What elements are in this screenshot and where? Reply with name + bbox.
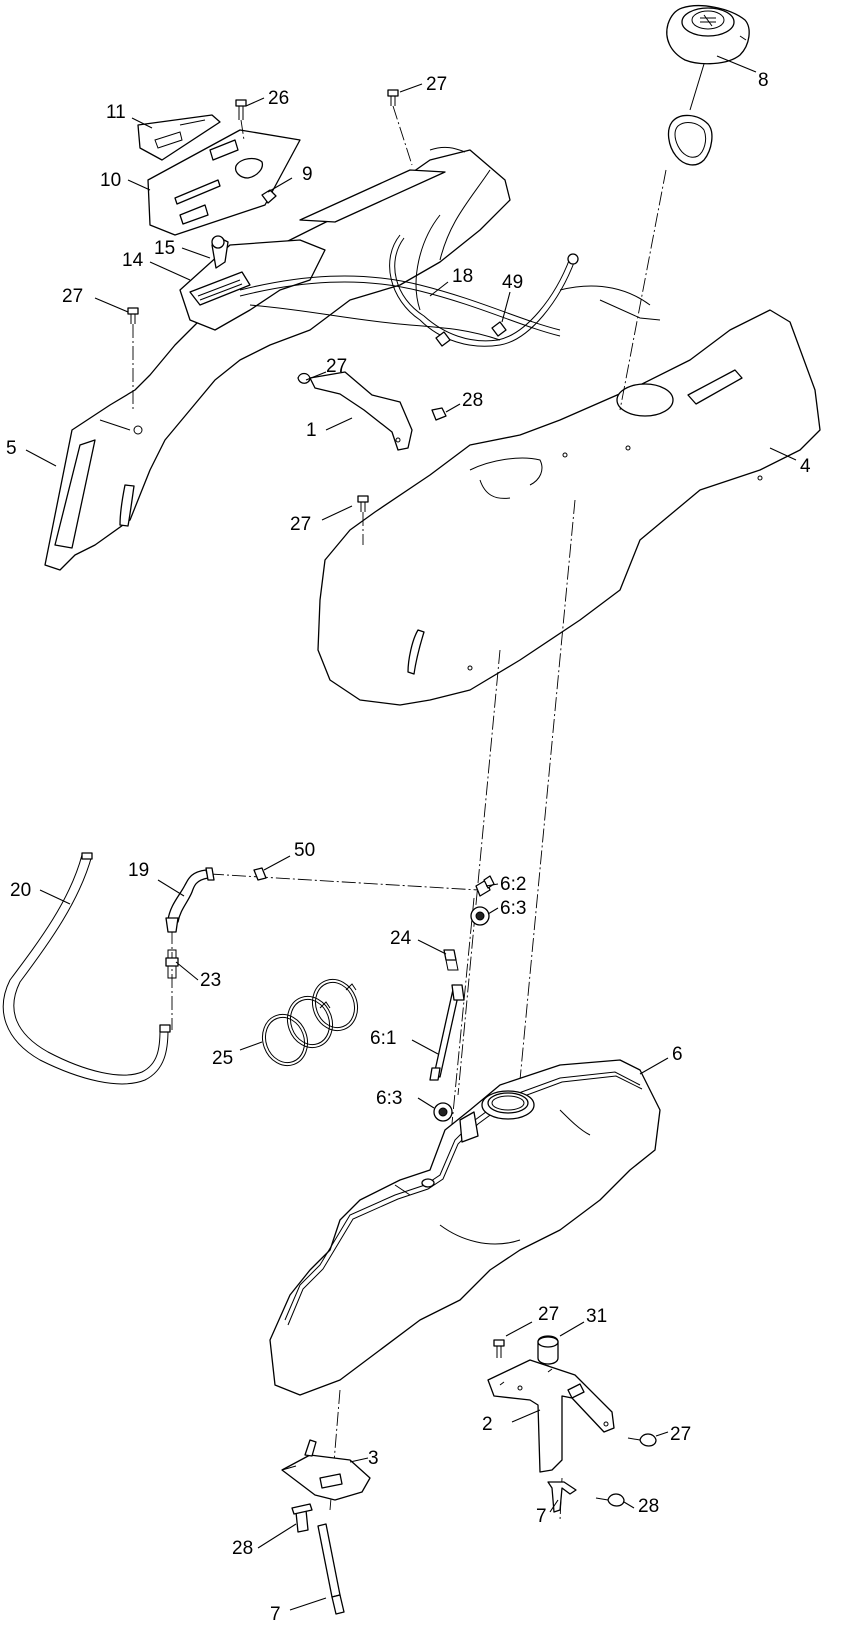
callout-6: 6 [672, 1044, 683, 1065]
clip-part-24 [443, 949, 457, 961]
callout-31: 31 [586, 1306, 607, 1327]
callout-27-left: 27 [62, 286, 83, 307]
callout-28-left: 28 [232, 1538, 253, 1559]
screw-28-right [595, 1493, 625, 1507]
clip-part-7-right [547, 1481, 577, 1513]
grommet-part-6-3-upper [470, 906, 490, 926]
callout-27-mid: 27 [290, 514, 311, 535]
hood-panel-part-4 [317, 309, 821, 706]
vent-hose-part-19 [165, 867, 267, 933]
bumper-part-31 [537, 1335, 559, 1365]
clip-part-9 [261, 189, 277, 204]
fitting-part-50 [253, 867, 267, 881]
callout-7-left: 7 [270, 1604, 281, 1625]
control-assembly [137, 114, 326, 331]
callout-11: 11 [106, 102, 126, 123]
callout-24: 24 [390, 928, 412, 949]
screw-27-lower [493, 1339, 505, 1358]
callout-6-1: 6:1 [370, 1028, 396, 1049]
fitting-part-23 [165, 949, 179, 979]
switch-part-14 [189, 271, 251, 306]
callout-25: 25 [212, 1048, 233, 1069]
fuel-cap-part-8 [666, 5, 750, 166]
callout-14: 14 [122, 250, 144, 271]
callout-6-3-upper: 6:3 [500, 898, 526, 919]
callout-1: 1 [306, 420, 317, 441]
callout-3: 3 [368, 1448, 379, 1469]
callout-27: 27 [426, 74, 447, 95]
bolt-part-28-left [291, 1503, 313, 1533]
callout-15: 15 [154, 238, 175, 259]
callout-23: 23 [200, 970, 221, 991]
fuel-hose-part-20 [2, 852, 171, 1085]
callout-18: 18 [452, 266, 473, 287]
callout-labels: 8 27 26 11 10 9 15 14 18 49 27 27 28 1 5… [6, 70, 811, 1625]
callout-49: 49 [502, 272, 523, 293]
screw-26 [235, 99, 247, 120]
screw-27-left [127, 307, 139, 324]
hose-clamps-part-25 [261, 978, 359, 1067]
callout-2: 2 [482, 1414, 493, 1435]
callout-19: 19 [128, 860, 149, 881]
fastener-hardware [127, 89, 399, 512]
decal-part-11 [137, 114, 221, 161]
control-panel-part-5 [44, 146, 511, 571]
callout-6-2: 6:2 [500, 874, 526, 895]
callout-5: 5 [6, 438, 17, 459]
callout-50: 50 [294, 840, 315, 861]
callout-9: 9 [302, 164, 313, 185]
leader-lines [25, 55, 797, 1611]
callout-7-right: 7 [536, 1506, 547, 1527]
bracket-part-2 [487, 1359, 615, 1473]
callout-28-right: 28 [638, 1496, 659, 1517]
screw-27-right [627, 1433, 657, 1447]
alignment-lines-upper [132, 105, 667, 545]
grommet-part-6-3-lower [433, 1102, 453, 1122]
throttle-cable-part-18 [239, 169, 661, 347]
screw-27-top [387, 89, 399, 106]
callout-10: 10 [100, 170, 121, 191]
bracket-part-1 [297, 371, 447, 451]
callout-27-tank: 27 [538, 1304, 559, 1325]
callout-4: 4 [800, 456, 811, 477]
decal-panel-part-10 [147, 129, 301, 236]
callout-27-bracket: 27 [326, 356, 347, 377]
bracket-part-3 [281, 1439, 371, 1501]
screw-27-mid [357, 495, 369, 512]
callout-20: 20 [10, 880, 31, 901]
callout-26: 26 [268, 88, 289, 109]
pickup-tube-part-6-1 [429, 949, 465, 1081]
clip-part-7-left [317, 1523, 345, 1615]
callout-28: 28 [462, 390, 483, 411]
callout-27-right: 27 [670, 1424, 691, 1445]
callout-6-3-lower: 6:3 [376, 1088, 402, 1109]
fuel-tank-part-6 [269, 1059, 661, 1396]
callout-8: 8 [758, 70, 769, 91]
clip-part-49 [491, 321, 507, 337]
